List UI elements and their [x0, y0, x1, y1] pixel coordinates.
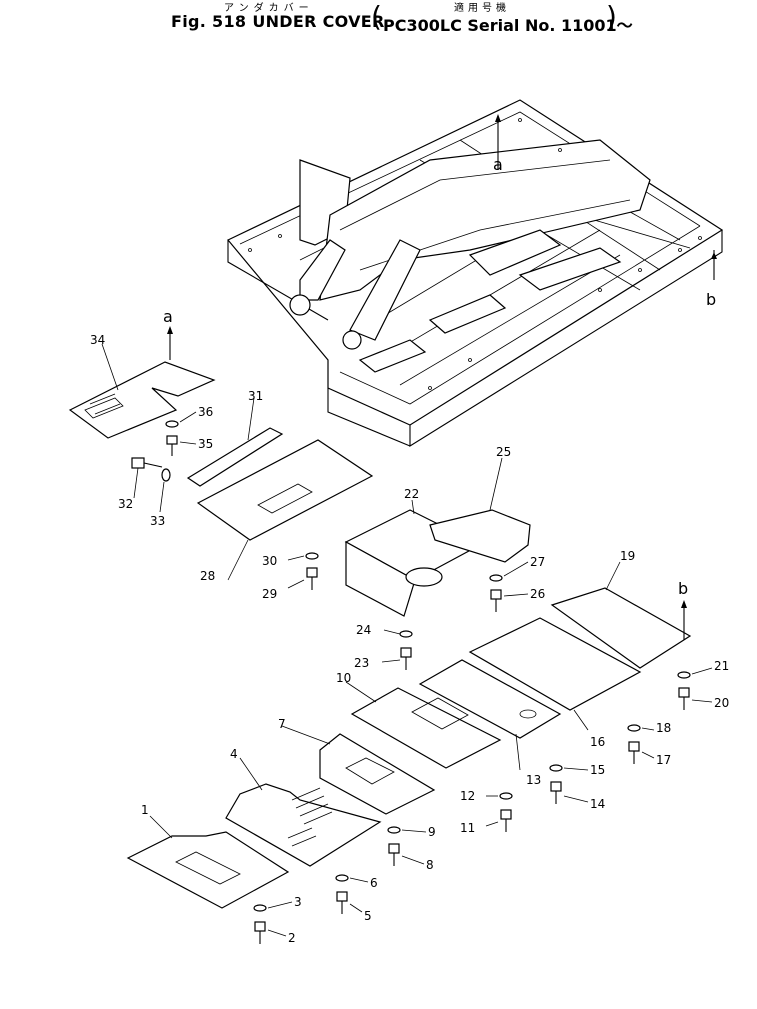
frame-arrow-a: a — [493, 155, 503, 174]
callout-28: 28 — [200, 569, 215, 583]
washer-21 — [677, 671, 691, 679]
callout-27: 27 — [530, 555, 545, 569]
washer-18 — [627, 724, 641, 732]
applicability-kanji: 適用号機 — [454, 3, 510, 14]
part-4-grille — [225, 783, 382, 867]
figure-name: UNDER COVER — [252, 12, 385, 31]
callout-19: 19 — [620, 549, 635, 563]
serial-range: PC300LC Serial No. 11001～ — [383, 16, 633, 35]
part-1-plate — [126, 831, 290, 909]
bolt-8 — [388, 843, 400, 854]
bolt-32 — [131, 457, 163, 469]
callout-29: 29 — [262, 587, 277, 601]
bolt-17 — [628, 741, 640, 752]
callout-6: 6 — [370, 876, 378, 890]
callout-33: 33 — [150, 514, 165, 528]
callout-2: 2 — [288, 931, 296, 945]
washer-24 — [399, 630, 413, 638]
callout-34: 34 — [90, 333, 105, 347]
part19-arrow-b: b — [678, 579, 688, 598]
part-25-plate — [429, 509, 531, 563]
figure-number: Fig. 518 — [171, 12, 247, 31]
callout-4: 4 — [230, 747, 238, 761]
callout-25: 25 — [496, 445, 511, 459]
callout-8: 8 — [426, 858, 434, 872]
part-31-strip — [186, 427, 284, 487]
callout-36: 36 — [198, 405, 213, 419]
part-10-plate — [350, 687, 502, 769]
part34-arrow-a: a — [163, 307, 173, 326]
callout-21: 21 — [714, 659, 729, 673]
callout-15: 15 — [590, 763, 605, 777]
paren-open: ( — [371, 0, 382, 33]
callout-30: 30 — [262, 554, 277, 568]
callout-20: 20 — [714, 696, 729, 710]
part-7-plate — [319, 733, 436, 815]
callout-3: 3 — [294, 895, 302, 909]
washer-3 — [253, 904, 267, 912]
bolt-20 — [678, 687, 690, 698]
callout-22: 22 — [404, 487, 419, 501]
callout-17: 17 — [656, 753, 671, 767]
callout-18: 18 — [656, 721, 671, 735]
bolt-5 — [336, 891, 348, 902]
callout-32: 32 — [118, 497, 133, 511]
revolving-frame — [227, 99, 724, 447]
washer-12 — [499, 792, 513, 800]
callout-5: 5 — [364, 909, 372, 923]
part-13-plate — [418, 659, 562, 739]
callout-7: 7 — [278, 717, 286, 731]
bolt-23 — [400, 647, 412, 658]
washer-6 — [335, 874, 349, 882]
leader-lines — [101, 343, 713, 937]
bolt-35 — [165, 420, 179, 456]
figure-header: アンダカバー 適用号機 Fig. 518 UNDER COVER ( PC300L… — [0, 0, 757, 40]
callout-11: 11 — [460, 821, 475, 835]
washer-15 — [549, 764, 563, 772]
title-kana: アンダカバー — [224, 3, 314, 14]
callout-10: 10 — [336, 671, 351, 685]
washer-27 — [489, 574, 503, 582]
bolt-29 — [306, 567, 318, 578]
callout-1: 1 — [141, 803, 149, 817]
callout-16: 16 — [590, 735, 605, 749]
washer-30 — [305, 552, 319, 560]
callout-35: 35 — [198, 437, 213, 451]
callout-23: 23 — [354, 656, 369, 670]
part-34-plate — [68, 326, 216, 439]
part-16-plate — [468, 617, 642, 711]
callout-26: 26 — [530, 587, 545, 601]
callout-31: 31 — [248, 389, 263, 403]
bolt-11 — [500, 809, 512, 820]
bolt-14 — [550, 781, 562, 792]
washer-9 — [387, 826, 401, 834]
callout-12: 12 — [460, 789, 475, 803]
callout-14: 14 — [590, 797, 605, 811]
washer-33 — [161, 468, 171, 482]
part-19-plate — [550, 587, 692, 669]
callout-24: 24 — [356, 623, 371, 637]
frame-arrow-b: b — [706, 290, 716, 309]
paren-close: ) — [606, 0, 617, 33]
callout-labels: 1 2 3 4 5 6 7 8 9 10 11 12 13 14 15 16 1… — [90, 333, 729, 945]
callout-13: 13 — [526, 773, 541, 787]
callout-9: 9 — [428, 825, 436, 839]
figure-title: Fig. 518 UNDER COVER — [171, 12, 385, 31]
part-28-plate — [196, 439, 374, 541]
bolt-2 — [254, 921, 266, 932]
bolt-26 — [490, 589, 502, 600]
